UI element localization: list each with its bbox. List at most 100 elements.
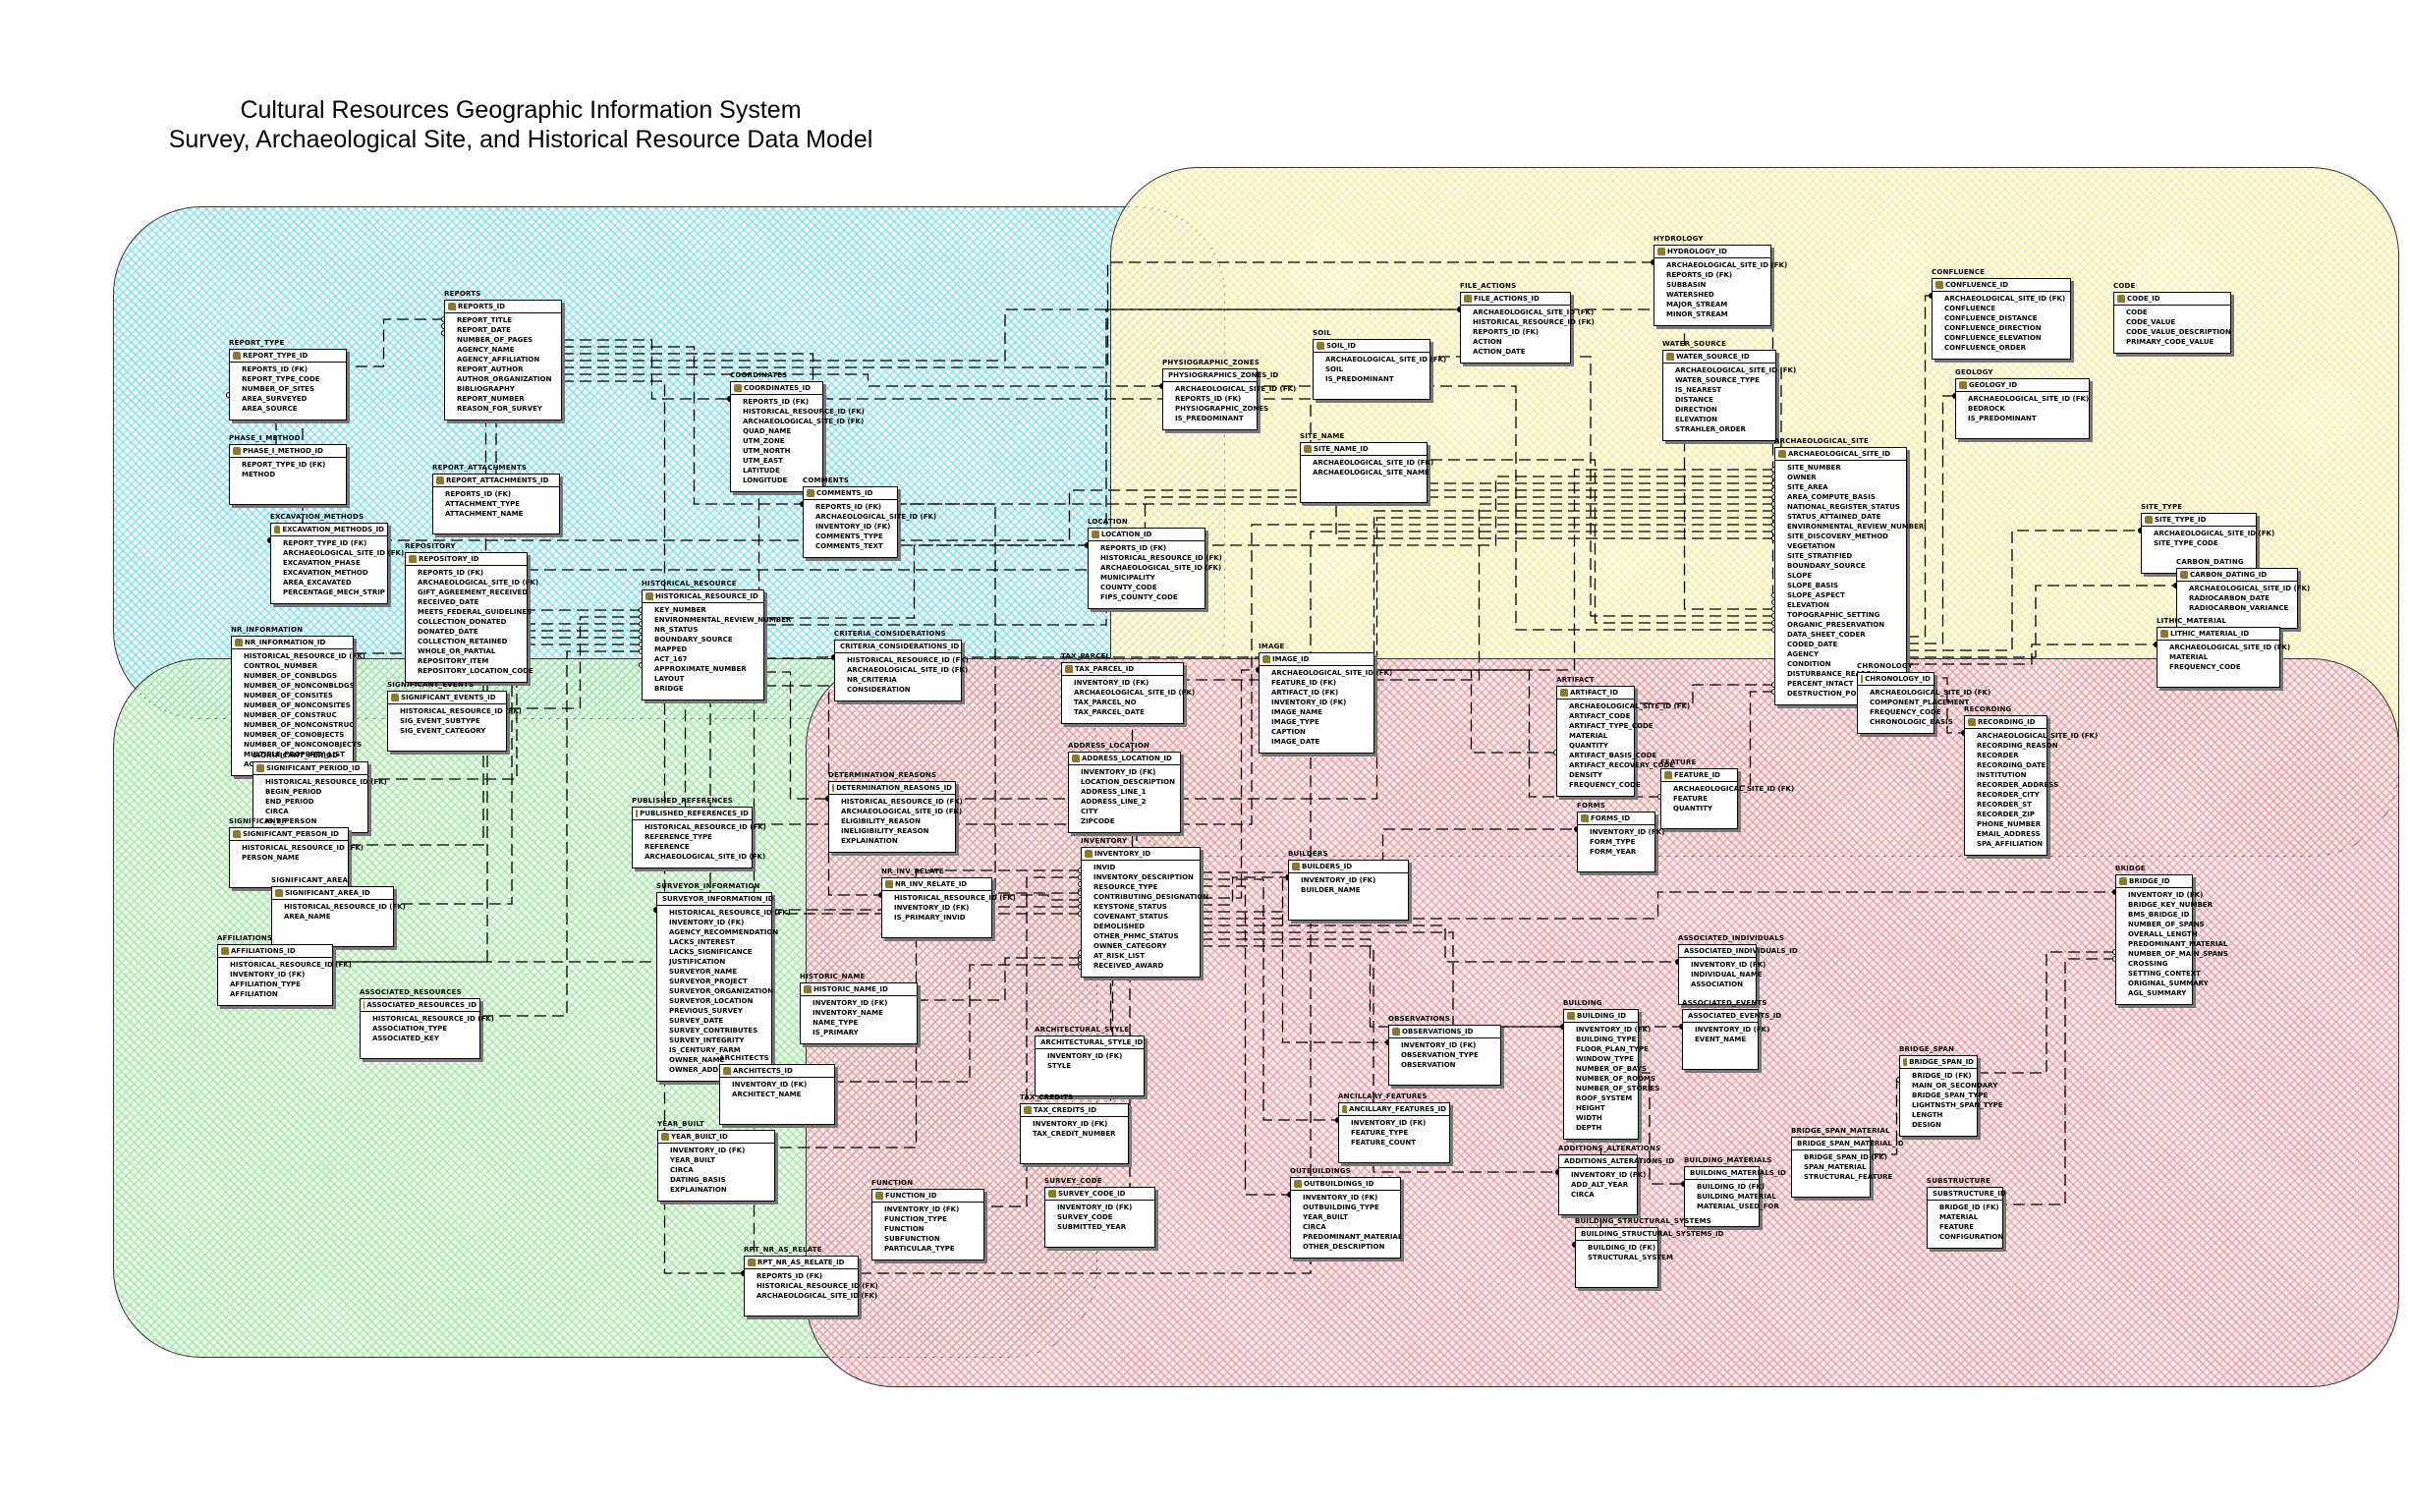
primary-key-row: PHASE_I_METHOD_ID [230,445,346,458]
attribute: FUNCTION_TYPE [884,1215,947,1223]
entity-name: IMAGE [1259,643,1285,650]
entity-name: ASSOCIATED_RESOURCES [360,988,462,996]
attribute: CONFIGURATION [1939,1233,2004,1241]
attribute-list: ARCHAEOLOGICAL_SITE_ID (FK)HISTORICAL_RE… [1461,306,1595,363]
primary-key-row: BRIDGE_ID [2116,875,2192,888]
entity-name: OBSERVATIONS [1388,1015,1450,1023]
attribute: MINOR_STREAM [1666,310,1728,318]
attribute: CIRCA [1303,1223,1326,1231]
attribute-list: HISTORICAL_RESOURCE_ID (FK)REFERENCE_TYP… [633,820,766,868]
attribute-list: HISTORICAL_RESOURCE_ID (FK)ARCHAEOLOGICA… [835,653,969,700]
attribute: RECORDER_ST [1977,801,2032,809]
primary-key-row: SOIL_ID [1314,340,1429,353]
key-icon [2160,630,2168,638]
attribute: AGENCY [1787,650,1820,658]
attribute: INVENTORY_ID (FK) [669,919,745,926]
key-icon [391,694,399,701]
attribute: LENGTH [1912,1111,1943,1119]
attribute: EMAIL_ADDRESS [1977,830,2041,838]
attribute: COUNTY_CODE [1100,584,1157,591]
key-icon [1317,342,1324,350]
key-icon [448,303,456,310]
primary-key: ASSOCIATED_INDIVIDUALS_ID [1684,947,1798,955]
key-icon [1664,771,1672,779]
attribute: DESIGN [1912,1121,1941,1129]
attribute: SETTING_CONTEXT [2128,970,2201,978]
entity-name: REPORT_ATTACHMENTS [432,464,528,472]
